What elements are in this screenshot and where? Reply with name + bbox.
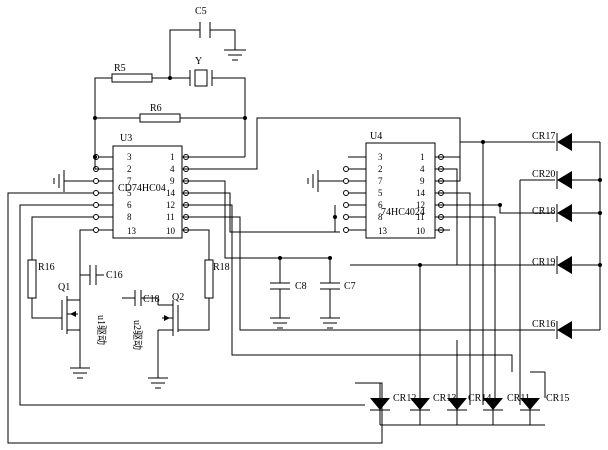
u4-part: 74HC4024	[381, 207, 425, 218]
svg-text:14: 14	[166, 188, 176, 198]
svg-text:2: 2	[127, 164, 132, 174]
label-y: Y	[195, 56, 202, 67]
u3-ref: U3	[120, 133, 132, 144]
svg-text:13: 13	[378, 226, 388, 236]
label-u2-drive: u2驱动	[131, 320, 143, 350]
svg-text:9: 9	[420, 176, 425, 186]
svg-text:8: 8	[378, 212, 383, 222]
svg-text:12: 12	[416, 200, 425, 210]
svg-text:7: 7	[127, 176, 132, 186]
svg-text:11: 11	[166, 212, 175, 222]
svg-text:6: 6	[378, 200, 383, 210]
label-c16: C16	[106, 270, 123, 281]
label-cr13: CR13	[433, 393, 456, 404]
label-cr18: CR18	[532, 206, 555, 217]
svg-text:11: 11	[416, 212, 425, 222]
svg-text:4: 4	[170, 164, 175, 174]
svg-text:5: 5	[127, 188, 132, 198]
label-r5: R5	[114, 63, 126, 74]
label-r18: R18	[213, 262, 230, 273]
label-c5: C5	[195, 6, 207, 17]
svg-text:14: 14	[416, 188, 426, 198]
label-r16: R16	[38, 262, 55, 273]
label-c18: C18	[143, 294, 160, 305]
label-cr11: CR11	[507, 393, 530, 404]
svg-text:5: 5	[378, 188, 383, 198]
u4-ref: U4	[370, 131, 382, 142]
oscillator-network: C5 R5 Y R6	[93, 6, 247, 157]
chip-u3: U3 CD74HC04 3 2 7 5 6 8 13 1 4 9 14 12 1…	[93, 133, 197, 239]
label-cr19: CR19	[532, 257, 555, 268]
led-column-right: CR17 CR20 CR18 CR19 CR16	[240, 131, 602, 405]
svg-text:10: 10	[416, 226, 426, 236]
svg-text:9: 9	[170, 176, 175, 186]
driver-u1: R16 Q1 C16 u1驱动	[27, 259, 123, 379]
label-cr14: CR14	[468, 393, 491, 404]
svg-text:7: 7	[378, 176, 383, 186]
label-q1: Q1	[58, 282, 70, 293]
label-c7: C7	[344, 281, 356, 292]
r18-resistor	[204, 259, 214, 299]
crystal-y	[194, 69, 208, 87]
r5-resistor	[111, 73, 153, 83]
u4-wiring	[307, 141, 502, 405]
svg-text:1: 1	[170, 152, 175, 162]
label-cr20: CR20	[532, 169, 555, 180]
label-cr12: CR12	[393, 393, 416, 404]
svg-text:1: 1	[420, 152, 425, 162]
label-u1-drive: u1驱动	[95, 315, 107, 345]
caps-c8-c7: C8 C7	[270, 256, 356, 329]
label-cr16: CR16	[532, 319, 555, 330]
r6-resistor	[139, 113, 181, 123]
svg-text:3: 3	[127, 152, 132, 162]
svg-text:8: 8	[127, 212, 132, 222]
svg-text:10: 10	[166, 226, 176, 236]
label-cr17: CR17	[532, 131, 555, 142]
driver-u2: R18 Q2 C18 u2驱动	[122, 259, 230, 389]
label-q2: Q2	[172, 292, 184, 303]
svg-text:12: 12	[166, 200, 175, 210]
label-cr15: CR15	[546, 393, 569, 404]
svg-text:13: 13	[127, 226, 137, 236]
u3-part: CD74HC04	[118, 183, 166, 194]
svg-text:4: 4	[420, 164, 425, 174]
chip-u4: U4 74HC4024 3 2 7 5 6 8 13 1 4 9 14 12 1…	[343, 131, 450, 239]
label-r6: R6	[150, 103, 162, 114]
label-c8: C8	[295, 281, 307, 292]
svg-text:2: 2	[378, 164, 383, 174]
svg-text:3: 3	[378, 152, 383, 162]
r16-resistor	[27, 259, 37, 299]
svg-text:6: 6	[127, 200, 132, 210]
led-row-bottom: CR12 CR13 CR14 CR11 CR15	[370, 263, 569, 426]
